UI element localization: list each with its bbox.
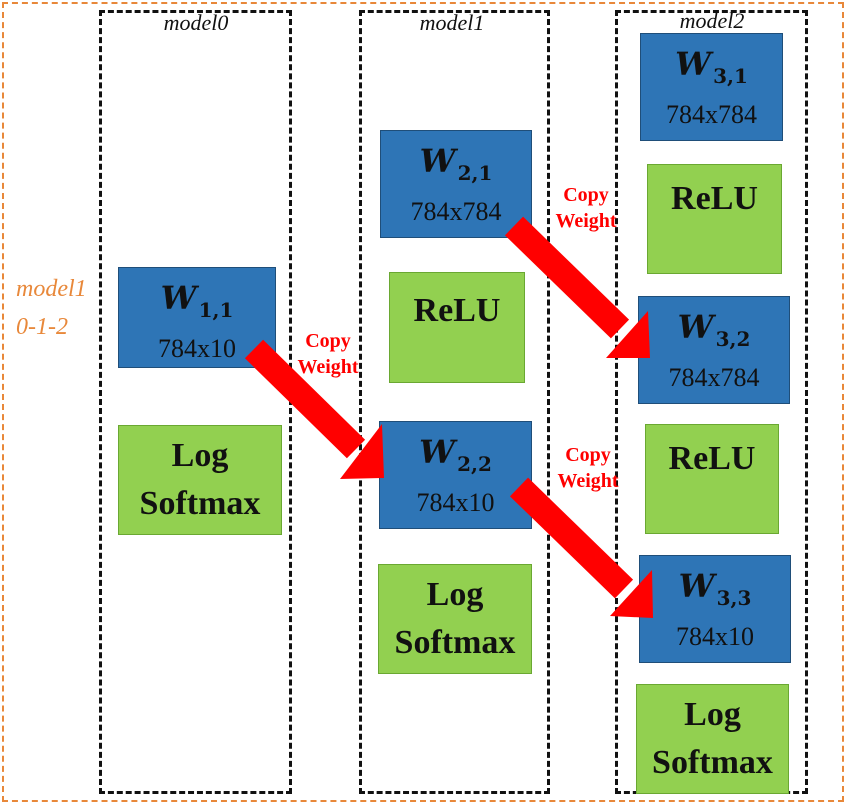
- model1-column: [359, 10, 550, 794]
- model0-title: model0: [163, 10, 229, 35]
- side-label-sequence: 0-1-2: [16, 314, 68, 340]
- relu-box: ReLU: [647, 164, 782, 274]
- model0-column: [99, 10, 292, 794]
- weight-dimensions: 784x10: [676, 622, 754, 651]
- relu-box: ReLU: [389, 272, 525, 383]
- weight-dimensions: 784x10: [416, 488, 495, 517]
- side-label-model: model1: [16, 276, 87, 302]
- model2-title: model2: [679, 8, 745, 33]
- model1-title: model1: [419, 10, 485, 35]
- weight-dimensions: 784x10: [158, 334, 236, 363]
- weight-dimensions: 784x784: [668, 363, 760, 392]
- weight-dimensions: 784x784: [666, 100, 757, 129]
- relu-box: ReLU: [645, 424, 779, 534]
- weight-dimensions: 784x784: [410, 197, 502, 226]
